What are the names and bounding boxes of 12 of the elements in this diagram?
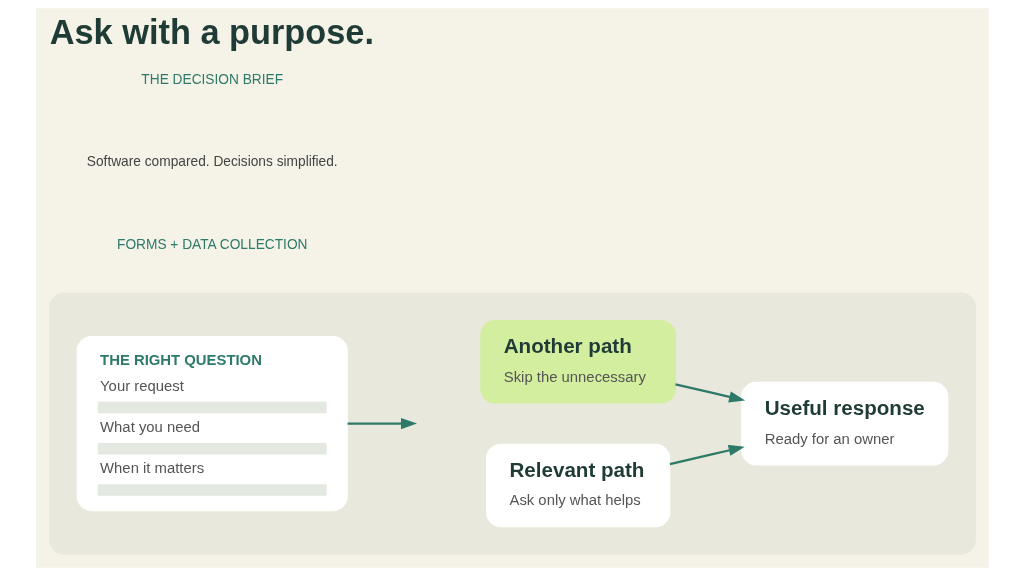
- node-box: Another path Skip the unnecessary: [479, 320, 676, 404]
- node-box: Useful response Ready for an owner: [740, 381, 948, 466]
- node-box: Relevant path Ask only what helps: [485, 443, 670, 528]
- arrow: [347, 418, 417, 430]
- label: FORMS + DATA COLLECTION: [116, 236, 307, 252]
- label: THE DECISION BRIEF: [140, 71, 283, 87]
- arrow: [669, 444, 745, 466]
- label: Software compared. Decisions simplified.: [86, 154, 338, 170]
- diagram-title: Ask with a purpose.: [49, 12, 374, 51]
- cluster: [48, 292, 976, 555]
- arrow: [674, 383, 745, 403]
- node-box: THE RIGHT QUESTION Your request What you need When it matters: [76, 336, 348, 512]
